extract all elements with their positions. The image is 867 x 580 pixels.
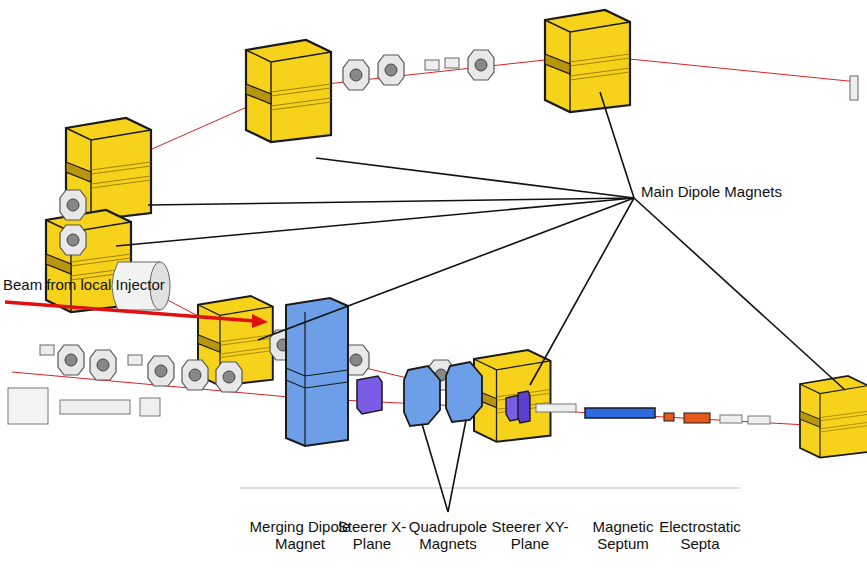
injector-box: [8, 388, 48, 424]
dipole-magnet: [545, 10, 630, 112]
quadrupole-grey: [216, 362, 242, 392]
beam-element: [425, 60, 439, 70]
part-label: Magnetic Septum: [582, 518, 664, 552]
quadrupole-grey: [60, 190, 86, 220]
quadrupole-grey: [58, 345, 84, 375]
beam-element: [40, 345, 54, 355]
dipole-magnet: [474, 350, 551, 442]
beam-label: Beam from local Injector: [3, 276, 165, 293]
quadrupole-grey: [343, 60, 369, 90]
beam-element: [128, 355, 142, 365]
quadrupole-grey: [60, 225, 86, 255]
quadrupole-grey: [182, 360, 208, 390]
beam-element: [850, 76, 858, 100]
injector-element: [60, 400, 130, 414]
part-label: Steerer XY-Plane: [491, 518, 569, 552]
beam-line: [12, 55, 860, 428]
part-label: Electrostatic Septa: [648, 518, 752, 552]
part-label: Quadrupole Magnets: [399, 518, 497, 552]
quadrupole-grey: [148, 356, 174, 386]
beam-arrow: [5, 302, 255, 321]
dipole-magnet: [800, 376, 867, 458]
quadrupole-grey: [468, 50, 494, 80]
group-label: Main Dipole Magnets: [641, 183, 782, 200]
part-label: Steerer X-Plane: [337, 518, 407, 552]
arrow-head: [252, 314, 268, 328]
quadrupole-grey: [90, 350, 116, 380]
injector-element: [140, 398, 160, 416]
beam-element: [445, 58, 459, 68]
quadrupole-grey: [378, 55, 404, 85]
dipole-magnet: [246, 40, 331, 142]
leader-lines: [116, 92, 845, 512]
